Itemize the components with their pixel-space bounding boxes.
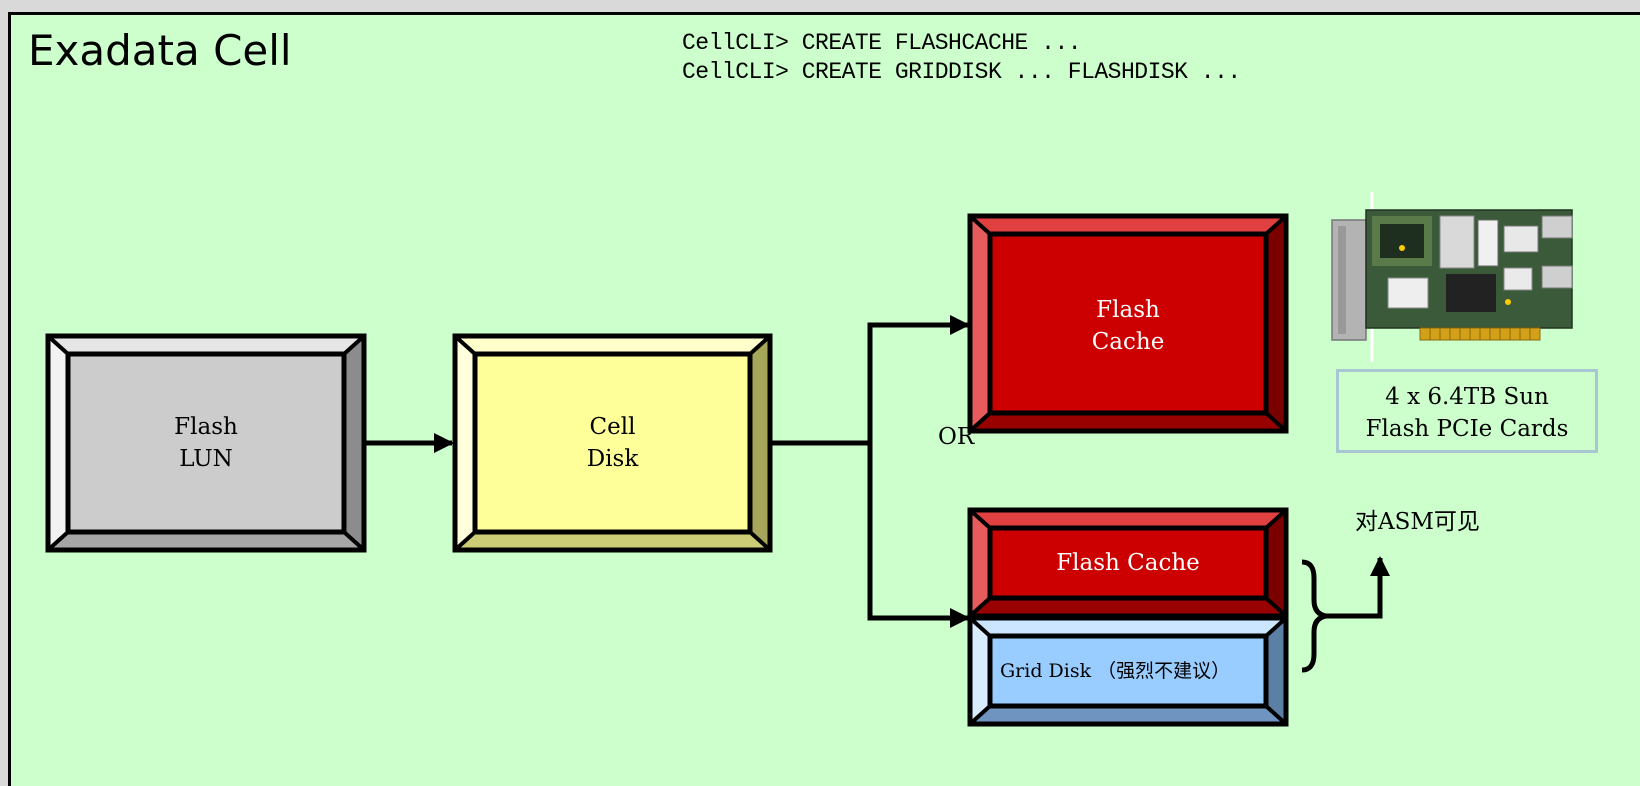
flash-lun-label-line2: LUN <box>174 443 238 475</box>
arrow-to-griddisk <box>870 443 968 618</box>
grid-disk-label: Grid Disk （强烈不建议） <box>1000 655 1230 687</box>
arrow-to-asm <box>1326 558 1380 616</box>
flash-cache-label-line2: Cache <box>1092 326 1165 358</box>
flash-cache-partial-label: Flash Cache <box>1056 547 1200 579</box>
cell-disk-label-line2: Disk <box>587 443 639 475</box>
flash-cache-partial-box: Flash Cache <box>990 528 1266 598</box>
brace <box>1302 562 1326 670</box>
cell-disk-label-line1: Cell <box>587 411 639 443</box>
pcie-card-image <box>1328 186 1584 366</box>
arrow-to-flashcache <box>870 325 968 443</box>
flash-lun-label-line1: Flash <box>174 411 238 443</box>
grid-disk-box: Grid Disk （强烈不建议） <box>990 636 1266 706</box>
flash-cache-label-line1: Flash <box>1092 294 1165 326</box>
